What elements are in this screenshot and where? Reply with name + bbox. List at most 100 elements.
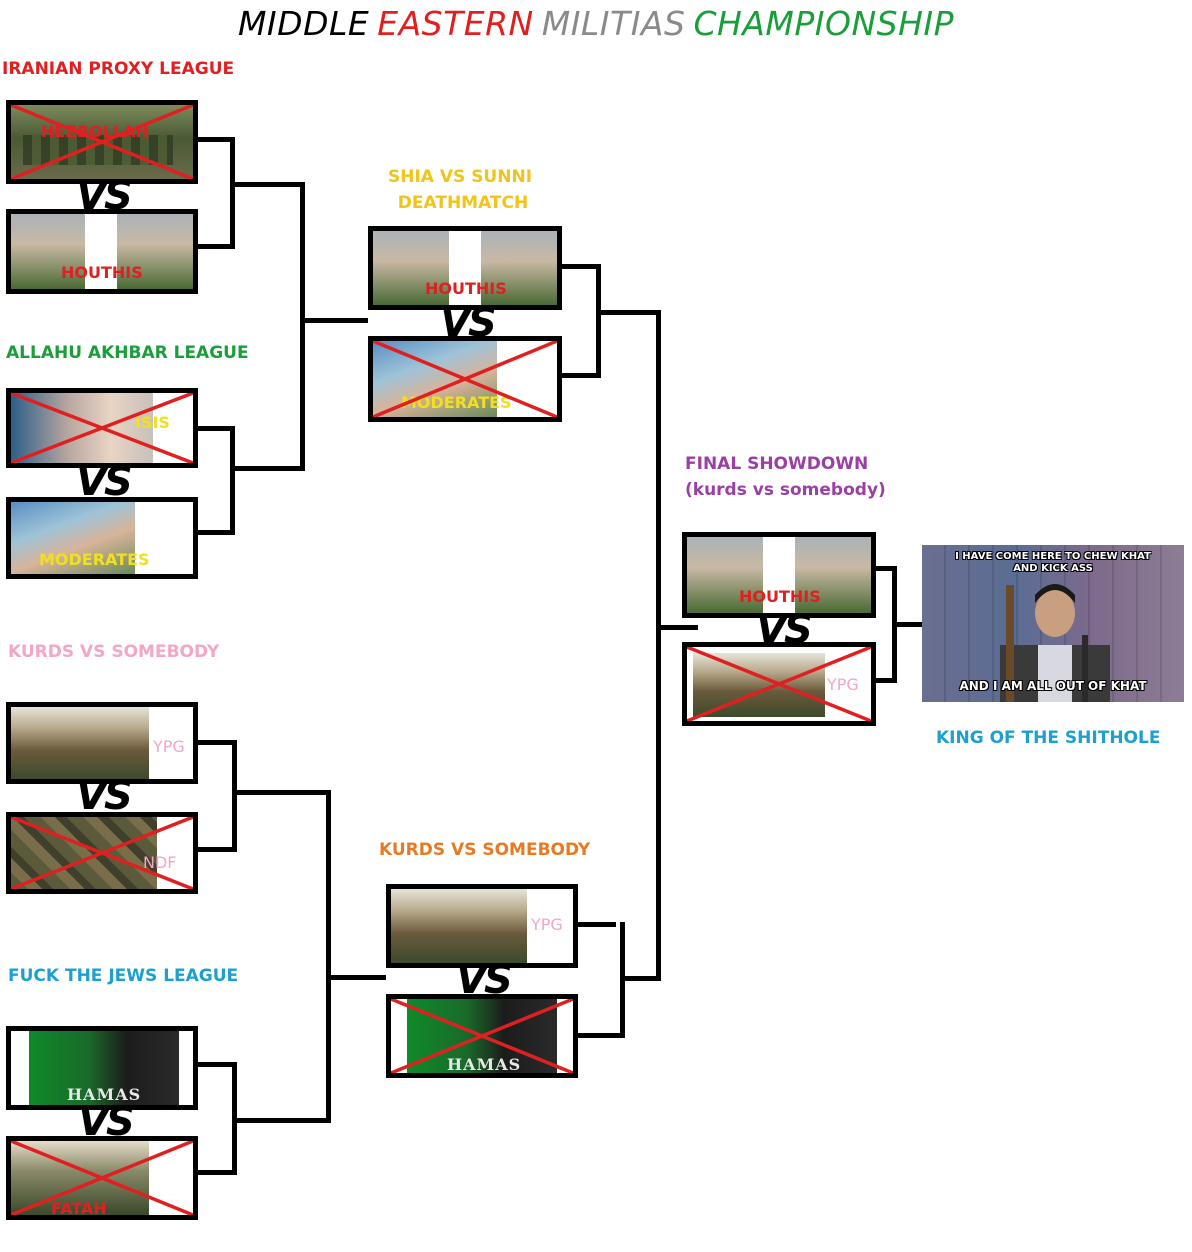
team-photo (795, 537, 871, 613)
team-photo (693, 653, 825, 717)
team-box-ypg-final[interactable]: YPG (682, 642, 876, 726)
vs-label: VS (76, 459, 133, 505)
team-name-houthis: HOUTHIS (425, 279, 507, 298)
league-label-allahu: ALLAHU AKHBAR LEAGUE (6, 343, 249, 363)
team-photo (11, 393, 153, 463)
bracket-line (300, 182, 305, 471)
bracket-line (196, 426, 232, 431)
team-box-ndf[interactable]: NDF (6, 812, 198, 894)
bracket-line (872, 566, 896, 571)
bracket-line (196, 1062, 236, 1067)
title-word-eastern: EASTERN (377, 4, 534, 43)
meme-top-text: I HAVE COME HERE TO CHEW KHAT AND KICK A… (922, 551, 1184, 575)
champion-meme-image: I HAVE COME HERE TO CHEW KHAT AND KICK A… (922, 545, 1184, 702)
team-name-ypg: YPG (531, 915, 563, 934)
bracket-line (656, 625, 698, 630)
bracket-line (232, 740, 237, 852)
team-name-moderates: MODERATES (401, 393, 512, 412)
bracket-line (576, 922, 616, 927)
red-x-icon (373, 341, 557, 417)
bracket-line (892, 622, 924, 627)
round-label-final-line1: FINAL SHOWDOWN (685, 454, 869, 474)
team-photo (11, 1141, 149, 1215)
team-photo (29, 1031, 179, 1105)
bracket-line (560, 373, 600, 378)
team-box-moderates-round2[interactable]: MODERATES (368, 336, 562, 422)
bracket-line (230, 426, 235, 535)
league-label-kurds-1: KURDS VS SOMEBODY (8, 642, 220, 662)
meme-top-line1: I HAVE COME HERE TO CHEW KHAT (955, 551, 1151, 562)
red-x-icon (11, 817, 193, 889)
bracket-line (230, 137, 235, 249)
team-photo (481, 231, 557, 305)
team-box-hamas[interactable]: HAMAS (6, 1026, 198, 1110)
team-name-houthis: HOUTHIS (739, 587, 821, 606)
title-word-middle: MIDDLE (237, 4, 370, 43)
red-x-icon (11, 393, 193, 463)
bracket-line (230, 466, 302, 471)
team-box-ypg[interactable]: YPG (6, 702, 198, 784)
team-name-moderates: MODERATES (39, 550, 150, 569)
title-word-militias: MILITIAS (541, 4, 686, 43)
team-name-fatah: FATAH (51, 1199, 107, 1218)
round-label-shia-sunni-line1: SHIA VS SUNNI (388, 167, 533, 187)
team-box-houthis[interactable]: HOUTHIS (6, 209, 198, 294)
bracket-line (326, 975, 386, 980)
team-photo (117, 214, 193, 289)
red-x-icon (391, 999, 573, 1073)
bracket-line (196, 137, 232, 142)
round-label-final-line2: (kurds vs somebody) (685, 480, 886, 500)
team-photo (11, 214, 85, 289)
bracket-line (576, 1033, 624, 1038)
team-name-houthis: HOUTHIS (61, 263, 143, 282)
title-word-championship: CHAMPIONSHIP (693, 4, 955, 43)
team-box-houthis-final[interactable]: HOUTHIS (682, 532, 876, 618)
league-label-iranian: IRANIAN PROXY LEAGUE (2, 59, 235, 79)
round-label-final: FINAL SHOWDOWN (kurds vs somebody) (685, 451, 886, 503)
red-x-icon (11, 105, 193, 179)
bracket-line (596, 310, 660, 315)
bracket-line (232, 790, 330, 795)
vs-label: VS (78, 1099, 135, 1145)
team-box-ypg-round2[interactable]: YPG (386, 884, 578, 968)
champion-label: KING OF THE SHITHOLE (936, 728, 1161, 748)
team-photo (11, 502, 135, 574)
team-photo (11, 707, 149, 779)
team-box-hezbollah[interactable]: HEZBOLLAH (6, 100, 198, 184)
red-x-icon (11, 1141, 193, 1215)
round-label-shia-sunni-line2: DEATHMATCH (397, 193, 529, 213)
team-name-ypg: YPG (153, 737, 185, 756)
red-x-icon (687, 647, 871, 721)
team-photo (11, 817, 157, 889)
league-label-jews: FUCK THE JEWS LEAGUE (8, 966, 239, 986)
team-photo (687, 537, 763, 613)
team-box-hamas-round2[interactable]: HAMAS (386, 994, 578, 1078)
meme-bottom-text: AND I AM ALL OUT OF KHAT (959, 679, 1147, 693)
team-box-fatah[interactable]: FATAH (6, 1136, 198, 1220)
bracket-line (596, 264, 601, 378)
bracket-line (230, 182, 302, 187)
bracket-line (196, 244, 232, 249)
team-photo (391, 889, 527, 963)
bracket-line (232, 1118, 330, 1123)
team-box-houthis-round2[interactable]: HOUTHIS (368, 226, 562, 310)
bracket-line (196, 1170, 236, 1175)
round-label-shia-sunni: SHIA VS SUNNI DEATHMATCH (388, 164, 532, 216)
vs-label: VS (456, 957, 513, 1003)
bracket-line (300, 318, 368, 323)
bracket-line (620, 976, 660, 981)
team-box-moderates[interactable]: MODERATES (6, 497, 198, 579)
team-photo (373, 231, 449, 305)
team-name-isis: ISIS (135, 413, 170, 432)
bracket-line (326, 790, 331, 1123)
bracket-line (196, 847, 236, 852)
bracket-line (560, 264, 600, 269)
bracket-line (196, 530, 232, 535)
team-photo (373, 341, 497, 417)
bracket-line (656, 310, 661, 981)
meme-top-line2: AND KICK ASS (1013, 563, 1093, 574)
bracket-line (872, 678, 896, 683)
team-name-ndf: NDF (143, 853, 177, 872)
man-with-rifle-icon (1000, 584, 1110, 702)
team-box-isis[interactable]: ISIS (6, 388, 198, 468)
